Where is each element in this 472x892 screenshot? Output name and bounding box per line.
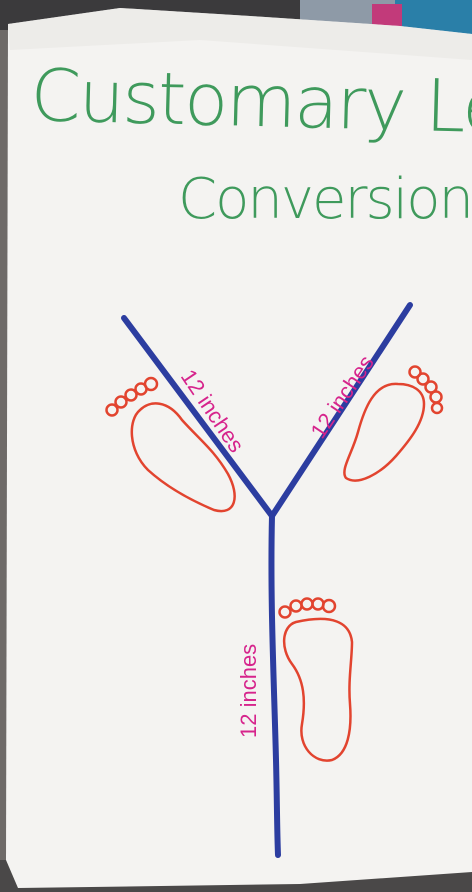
title-line-1: Customary Length <box>30 53 472 153</box>
title-line-2: Conversion <box>178 167 472 232</box>
stem-label: 12 inches <box>236 644 261 738</box>
